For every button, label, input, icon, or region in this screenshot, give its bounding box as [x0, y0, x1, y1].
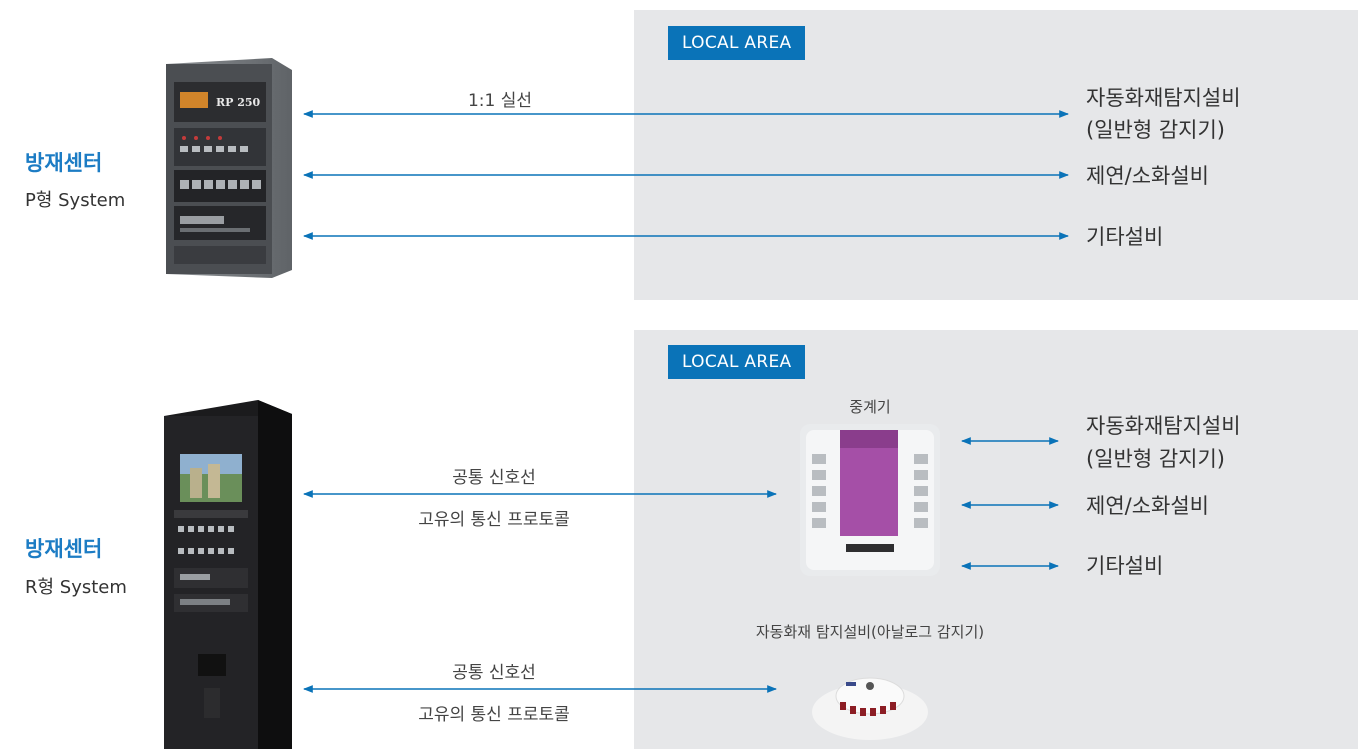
local-area-badge-top: LOCAL AREA	[668, 26, 806, 60]
target-fire-detection-top: 자동화재탐지설비	[1086, 86, 1241, 110]
center-subtitle-bottom: R형 System	[25, 577, 127, 598]
relay-device-image	[800, 424, 940, 576]
target-detector-type-bottom: (일반형 감지기)	[1086, 447, 1225, 471]
analog-detector-image	[810, 677, 930, 746]
target-detector-type-top: (일반형 감지기)	[1086, 118, 1225, 142]
center-title-top: 방재센터	[25, 151, 103, 175]
link2-line2: 고유의 통신 프로토콜	[418, 705, 570, 725]
relay-label: 중계기	[849, 398, 891, 416]
detector-label: 자동화재 탐지설비(아날로그 감지기)	[755, 623, 985, 641]
panel-model-text: RP 250	[216, 96, 261, 109]
line-label-top: 1:1 실선	[467, 91, 533, 111]
local-area-panel-bottom	[634, 330, 1358, 749]
target-smoke-control-bottom: 제연/소화설비	[1086, 494, 1209, 518]
center-subtitle-top: P형 System	[25, 190, 126, 211]
target-smoke-control-top: 제연/소화설비	[1086, 164, 1209, 188]
target-other-bottom: 기타설비	[1086, 554, 1164, 578]
r-type-control-cabinet-image	[164, 400, 292, 749]
link2-line1: 공통 신호선	[452, 663, 536, 683]
target-fire-detection-bottom: 자동화재탐지설비	[1086, 414, 1241, 438]
center-title-bottom: 방재센터	[25, 537, 103, 561]
link1-line2: 고유의 통신 프로토콜	[418, 510, 570, 530]
local-area-badge-bottom: LOCAL AREA	[668, 345, 806, 379]
target-other-top: 기타설비	[1086, 225, 1164, 249]
link1-line1: 공통 신호선	[452, 468, 536, 488]
p-type-control-panel-image: RP 250	[166, 58, 292, 278]
